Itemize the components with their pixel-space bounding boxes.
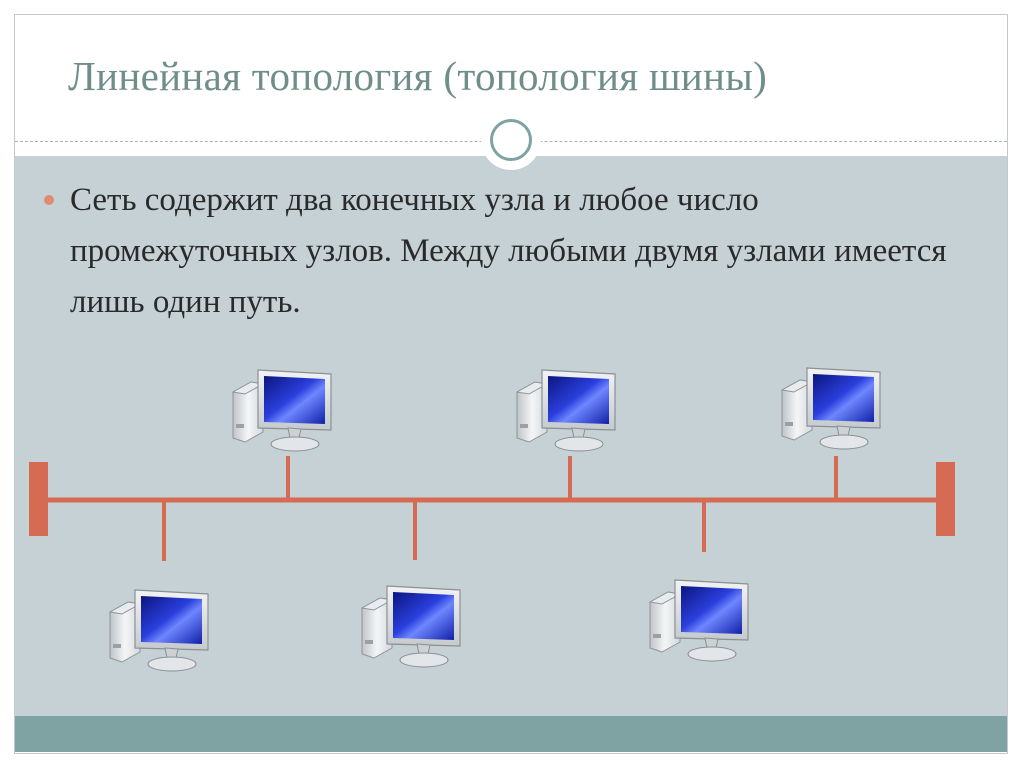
body-text: Сеть содержит два конечных узла и любое … (70, 182, 947, 320)
computer-icon (649, 579, 749, 662)
computer-icon (109, 589, 209, 672)
slide-title: Линейная топология (топология шины) (68, 53, 768, 99)
computer-icon (516, 369, 616, 452)
circle-ornament-icon (481, 110, 541, 170)
terminator-right (936, 462, 955, 536)
computer-icon (781, 367, 881, 450)
bullet-icon (44, 195, 54, 205)
computer-icon (232, 369, 332, 452)
footer-bar (15, 716, 1007, 752)
computer-icon (361, 585, 461, 668)
terminator-left (29, 462, 48, 536)
